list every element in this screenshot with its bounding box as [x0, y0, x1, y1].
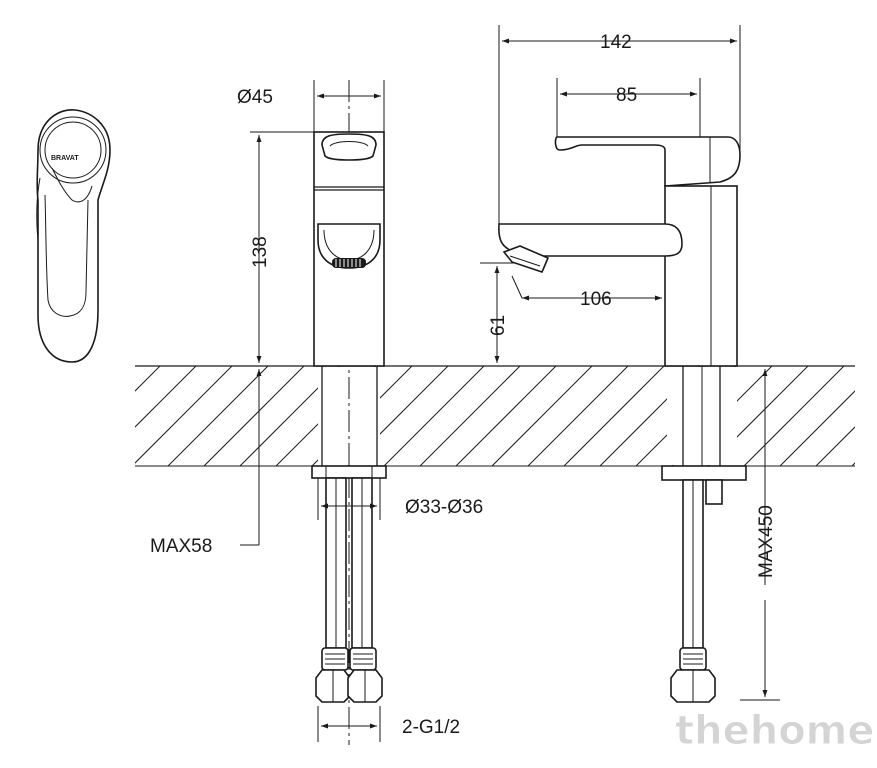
dim-connection: 2-G1/2 — [402, 717, 460, 738]
hatch-line — [779, 390, 855, 466]
hatch-line — [135, 366, 197, 428]
faucet-front-view — [311, 80, 387, 745]
hatch-line — [203, 366, 305, 466]
watermark: thehome — [675, 708, 875, 754]
hatch-pattern — [135, 366, 855, 466]
hatch-line — [167, 366, 269, 466]
hatch-line — [563, 366, 665, 466]
lever-top-view: BRAVAT — [36, 109, 111, 363]
dimension-labels: 142 85 Ø45 138 106 61 Ø33-Ø36 MAX58 MAX4… — [150, 32, 777, 738]
dim-max-hose-length: MAX450 — [756, 505, 777, 578]
dim-body-height: 138 — [250, 236, 271, 268]
hatch-line — [491, 366, 593, 466]
dim-spout-reach: 106 — [580, 289, 612, 310]
countertop-section — [135, 365, 855, 467]
faucet-side-view — [498, 136, 747, 703]
dim-body-diameter: Ø45 — [237, 87, 273, 108]
dim-hole-diameter: Ø33-Ø36 — [405, 497, 483, 518]
dim-overall-width: 142 — [600, 32, 632, 53]
hatch-line — [135, 366, 161, 392]
dim-max-deck-thickness: MAX58 — [150, 536, 212, 557]
hatch-line — [527, 366, 629, 466]
dimension-lines — [240, 25, 780, 742]
hatch-line — [135, 366, 233, 464]
hatch-line — [815, 426, 855, 466]
brand-mark: BRAVAT — [51, 155, 79, 162]
dim-lever-length: 85 — [616, 85, 637, 106]
hatch-line — [851, 462, 855, 466]
hatch-line — [419, 366, 521, 466]
hatch-line — [743, 366, 845, 466]
hatch-line — [383, 366, 485, 466]
hatch-line — [455, 366, 557, 466]
dim-spout-height: 61 — [488, 315, 509, 336]
